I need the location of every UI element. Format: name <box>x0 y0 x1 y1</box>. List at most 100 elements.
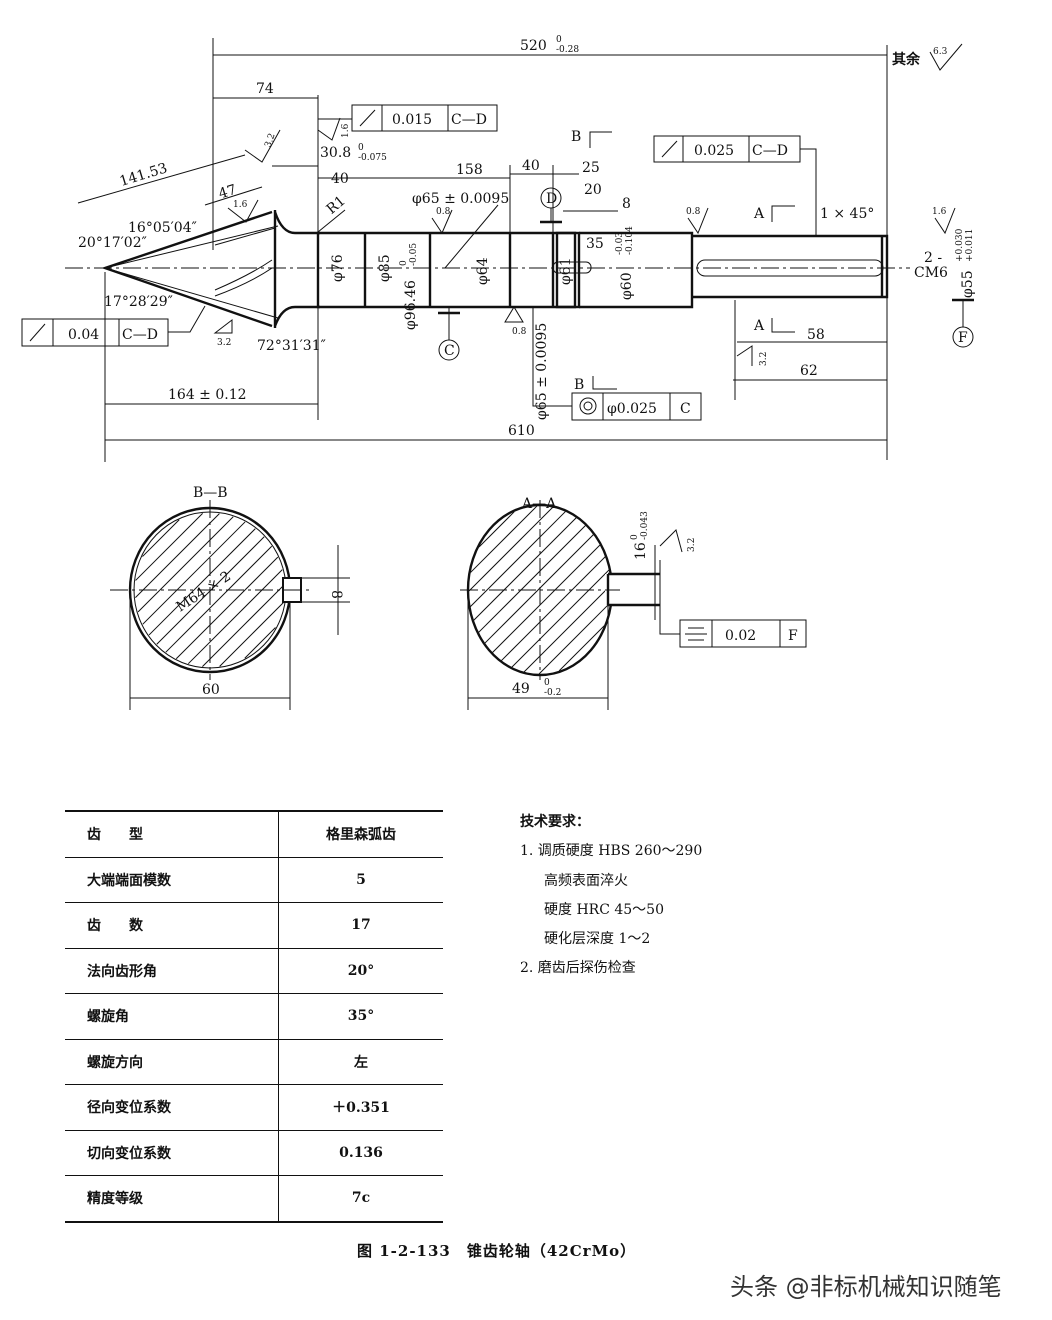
section-a-a: A—A 16 0 -0.043 49 0 -0.2 <box>460 496 660 710</box>
dim-158: 158 <box>456 162 483 178</box>
rest-roughness-label: 其余 <box>892 51 921 68</box>
rest-roughness-value: 6.3 <box>933 47 948 57</box>
hatch-line <box>135 513 220 598</box>
fcf-value: 0.025 <box>694 143 734 159</box>
hatch-line <box>473 517 577 621</box>
roughness-symbols: 3.2 1.6 1.6 0.8 0.8 1.6 0.8 3.2 3.2 3.2 <box>213 117 956 553</box>
dim-74: 74 <box>256 81 274 97</box>
dia-96-tol-up: 0 <box>399 260 409 266</box>
hatch-line <box>501 556 606 661</box>
angle-20-17-02: 20°17′02″ <box>78 235 147 251</box>
datum-d: D <box>546 191 557 207</box>
watermark: 头条 @非标机械知识随笔 <box>730 1273 1002 1301</box>
hatch-line <box>478 511 515 548</box>
param-value: 20° <box>278 948 443 994</box>
dim-30-8: 30.8 <box>320 145 351 161</box>
roughness-0-8-c: 0.8 <box>512 327 527 337</box>
bb-width-8: 8 <box>328 590 344 599</box>
dia-55: φ55 <box>960 270 976 298</box>
param-name: 螺旋角 <box>65 993 279 1040</box>
dim-8: 8 <box>622 196 631 212</box>
bb-depth-60: 60 <box>202 682 220 698</box>
fcf-concentricity-0-025: φ0.025 C <box>532 307 702 421</box>
hatch-line <box>137 516 234 613</box>
dia-64: φ64 <box>475 257 491 285</box>
fcf-datum: C <box>680 401 691 417</box>
hatch-line <box>484 534 594 644</box>
dia-60-tol-low: -0.104 <box>625 226 635 255</box>
param-name: 精度等级 <box>65 1175 279 1223</box>
shaft-end-55 <box>692 234 889 299</box>
fcf-datum: C—D <box>451 112 487 128</box>
figure-caption: 图 1-2-133 锥齿轮轴（42CrMo） <box>357 1242 637 1260</box>
dim-610: 610 <box>508 423 535 439</box>
roughness-0-8-b: 0.8 <box>686 207 701 217</box>
section-mark-a-bottom: A <box>753 318 765 334</box>
dim-35: 35 <box>586 236 604 252</box>
dia-65-bottom: φ65 ± 0.0095 <box>534 323 550 420</box>
dia-85: φ85 <box>377 254 393 282</box>
roughness-3-2-d: 3.2 <box>687 538 697 552</box>
param-name: 法向齿形角 <box>65 948 279 994</box>
roughness-symbol-icon <box>929 43 963 71</box>
dim-520: 520 <box>520 38 547 54</box>
fcf-value: φ0.025 <box>607 401 657 417</box>
hatch-line <box>142 519 180 557</box>
angle-16-05-04: 16°05′04″ <box>128 220 197 236</box>
hatch-line <box>538 602 611 675</box>
requirements-title: 技术要求： <box>520 814 590 830</box>
dim-141-53: 141.53 <box>118 160 170 190</box>
hatch-line <box>142 521 246 625</box>
symmetry-icon <box>685 627 707 641</box>
dia-60: φ60 <box>619 272 635 300</box>
hatch-line <box>478 525 586 633</box>
param-value: 左 <box>278 1039 443 1085</box>
param-value: ＋0.351 <box>278 1084 443 1131</box>
dim-47: 47 <box>217 182 239 203</box>
runout-icon <box>359 109 376 127</box>
table-row: 径向变位系数＋0.351 <box>65 1084 443 1131</box>
dia-96-tol-low: -0.05 <box>409 243 419 266</box>
dia-60-tol-up: -0.03 <box>615 232 625 255</box>
roughness-3-2-b: 3.2 <box>217 338 231 348</box>
aa-depth-49: 49 <box>512 681 530 697</box>
dim-62: 62 <box>800 363 818 379</box>
center-hole-type: CM6 <box>914 265 948 281</box>
param-value: 17 <box>278 902 443 949</box>
section-b-b-title: B—B <box>193 485 228 501</box>
roughness-1-6-b: 1.6 <box>233 200 248 210</box>
param-name: 螺旋方向 <box>65 1039 279 1085</box>
dim-25: 25 <box>582 160 600 176</box>
param-name: 大端端面模数 <box>65 857 279 903</box>
hatch-line <box>202 583 286 667</box>
shaft-main-view: 520 0 -0.28 其余 6.3 74 141.53 47 30.8 0 -… <box>21 35 976 648</box>
hatch-line <box>470 511 566 607</box>
param-value: 35° <box>278 993 443 1040</box>
dia-65-top: φ65 ± 0.0095 <box>412 191 509 207</box>
concentricity-icon <box>579 397 597 415</box>
datum-f-circle <box>952 326 974 348</box>
fcf-value: 0.015 <box>392 112 432 128</box>
section-mark-b-top: B <box>571 129 581 145</box>
fcf-runout-0-04: 0.04 C—D <box>21 305 206 347</box>
param-value: 0.136 <box>278 1130 443 1176</box>
section-mark-a-top: A <box>753 206 765 222</box>
requirement-item: 高频表面淬火 <box>544 872 628 889</box>
hatch-line <box>219 601 285 667</box>
param-value: 格里森弧齿 <box>278 810 443 858</box>
requirement-item: 2. 磨齿后探伤检查 <box>520 960 636 977</box>
dia-55-tol-up: +0.030 <box>955 228 965 262</box>
hatch-line <box>558 625 605 672</box>
hatch-line <box>148 528 256 636</box>
datum-f: F <box>958 330 968 346</box>
table-row: 螺旋方向左 <box>65 1039 443 1085</box>
roughness-3-2-a: 3.2 <box>263 132 277 149</box>
param-name: 径向变位系数 <box>65 1084 279 1131</box>
aa-width-16: 16 <box>633 542 649 560</box>
aa-width-tol-low: -0.043 <box>640 511 650 540</box>
datum-c-circle <box>438 339 460 361</box>
